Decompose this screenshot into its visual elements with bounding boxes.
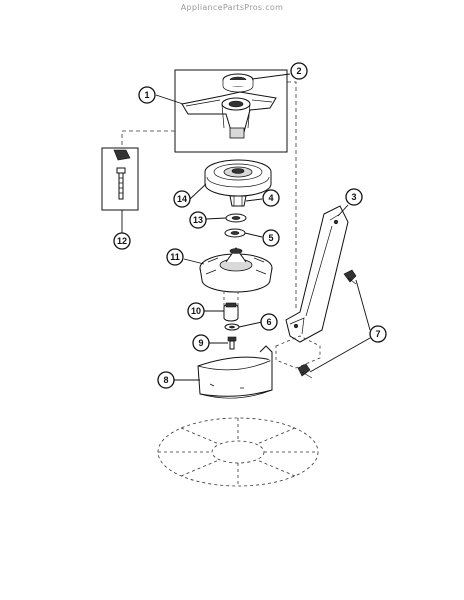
leader-7b (309, 337, 371, 373)
callout-11: 11 (166, 248, 184, 266)
leader-4 (245, 198, 263, 202)
callout-10: 10 (187, 302, 205, 320)
part-12-bolt-clip-kit[interactable] (101, 147, 139, 211)
svg-text:10: 10 (191, 306, 201, 316)
callout-3: 3 (345, 188, 363, 206)
callout-6: 6 (260, 313, 278, 331)
leader-13 (205, 217, 227, 220)
callout-4: 4 (262, 189, 280, 207)
leader-14 (189, 183, 207, 200)
ghost-tub-bottom (157, 417, 319, 487)
svg-text:13: 13 (193, 215, 203, 225)
svg-text:5: 5 (268, 233, 273, 243)
part-2-bearing[interactable] (222, 73, 254, 93)
part-8-shield[interactable] (197, 345, 273, 399)
ghost-shaft-lines (223, 292, 239, 306)
leader-dash-box-to-12 (121, 130, 175, 148)
part-13-washer[interactable] (225, 213, 247, 223)
callout-13: 13 (189, 211, 207, 229)
leader-6 (238, 321, 263, 328)
svg-text:8: 8 (163, 375, 168, 385)
svg-text:12: 12 (117, 236, 127, 246)
callout-1: 1 (138, 86, 156, 104)
watermark-text: AppliancePartsPros.com (180, 3, 284, 12)
callout-12: 12 (113, 232, 131, 250)
part-1-bracket-assembly[interactable] (174, 69, 288, 153)
leader-dash-box-to-bracket (287, 81, 297, 310)
ghost-bracket-mount (275, 335, 321, 369)
callout-5: 5 (262, 229, 280, 247)
part-5-washer[interactable] (224, 228, 246, 238)
part-3-support-bracket[interactable] (285, 205, 349, 343)
callout-8: 8 (157, 371, 175, 389)
svg-text:11: 11 (170, 252, 180, 262)
leader-1 (155, 94, 184, 105)
callout-2: 2 (290, 62, 308, 80)
leader-2 (251, 73, 291, 80)
part-10-coupling[interactable] (223, 302, 239, 322)
leader-5 (244, 232, 263, 238)
part-6-washer[interactable] (224, 323, 240, 331)
svg-text:9: 9 (198, 338, 203, 348)
leader-3 (337, 204, 349, 217)
callout-14: 14 (173, 190, 191, 208)
leader-7a (355, 279, 371, 331)
part-7-bolt-upper[interactable] (343, 269, 357, 285)
leader-11 (183, 258, 205, 265)
callout-9: 9 (192, 334, 210, 352)
svg-text:7: 7 (375, 329, 380, 339)
part-11-clutch-drum[interactable] (199, 247, 273, 293)
part-9-screw[interactable] (227, 336, 237, 350)
part-4-nut[interactable] (229, 195, 247, 207)
callout-7: 7 (369, 325, 387, 343)
part-7-bolt-lower[interactable] (297, 363, 313, 379)
svg-text:1: 1 (144, 90, 149, 100)
svg-text:4: 4 (268, 193, 273, 203)
svg-text:6: 6 (266, 317, 271, 327)
svg-text:3: 3 (351, 192, 356, 202)
svg-text:2: 2 (296, 66, 301, 76)
part-14-pulley[interactable] (204, 159, 272, 197)
svg-text:14: 14 (177, 194, 187, 204)
